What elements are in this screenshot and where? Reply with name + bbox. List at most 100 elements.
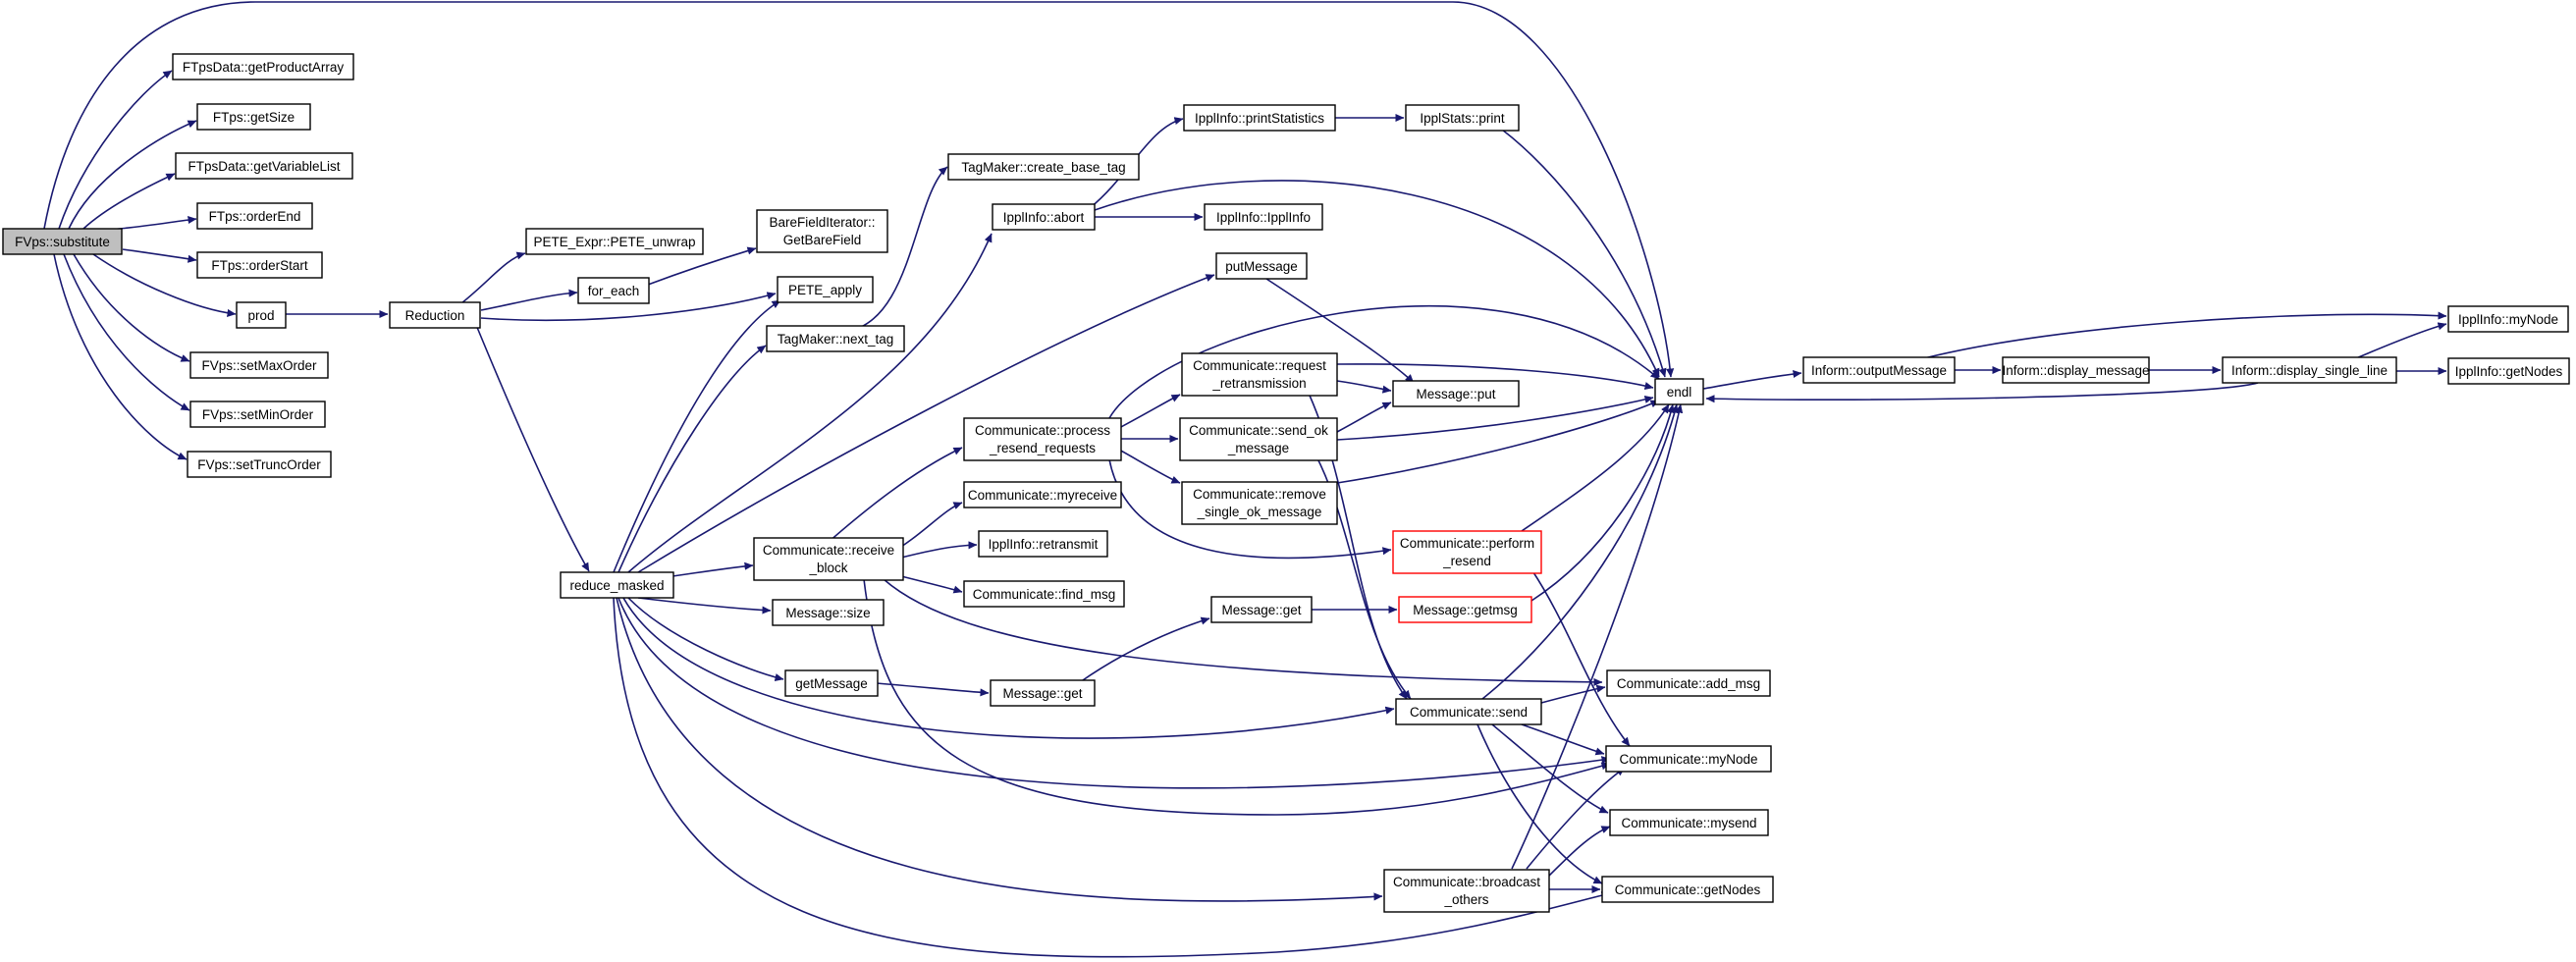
node-label: FVps::setMaxOrder	[201, 358, 317, 373]
edge-requestretransmission-endl	[1336, 363, 1654, 390]
node-ipplinfo-ipplinfo[interactable]: IpplInfo::IpplInfo	[1204, 203, 1323, 231]
edge-substitute-getsize	[68, 120, 197, 230]
node-message-size[interactable]: Message::size	[772, 599, 885, 626]
node-pete-apply[interactable]: PETE_apply	[777, 276, 874, 303]
node-ftps-getsize[interactable]: FTps::getSize	[196, 103, 311, 131]
node-reduce-masked[interactable]: reduce_masked	[560, 571, 674, 599]
edge-processresend-requestretransmission	[1118, 394, 1181, 429]
node-label: IpplStats::print	[1420, 111, 1505, 126]
node-communicate-mysend[interactable]: Communicate::mysend	[1609, 809, 1769, 836]
node-label-line2: _retransmission	[1211, 376, 1306, 391]
node-communicate-add-msg[interactable]: Communicate::add_msg	[1606, 669, 1771, 697]
node-message-get-2[interactable]: Message::get	[1210, 596, 1313, 623]
node-label-line2: _resend_requests	[989, 441, 1096, 455]
node-ftpsdata-getproductarray[interactable]: FTpsData::getProductArray	[172, 53, 354, 80]
edge-substitute-getproductarray	[58, 70, 173, 230]
edge-broadcast-mysend	[1545, 826, 1611, 880]
node-label: FTpsData::getProductArray	[183, 60, 345, 75]
node-label: Message::size	[785, 606, 870, 620]
node-label: Communicate::receive	[763, 543, 894, 558]
edge-nexttag-createbasetag	[843, 166, 948, 333]
edge-processresend-endl	[1108, 305, 1660, 419]
edge-reducemasked-putmessage	[637, 274, 1215, 573]
node-communicate-myreceive[interactable]: Communicate::myreceive	[963, 481, 1122, 508]
node-label-line2: _resend	[1442, 554, 1491, 568]
node-label: Communicate::broadcast	[1393, 875, 1540, 889]
node-message-get[interactable]: Message::get	[990, 679, 1096, 707]
edge-outputmessage-ipplinfomynode	[1923, 311, 2447, 359]
node-ftpsdata-getvariablelist[interactable]: FTpsData::getVariableList	[175, 152, 353, 180]
node-label: FTps::orderStart	[211, 258, 308, 273]
node-label: Inform::outputMessage	[1811, 363, 1947, 378]
edge-substitute-orderstart	[122, 248, 197, 263]
node-inform-display-message[interactable]: Inform::display_message	[2002, 356, 2150, 384]
node-fvps-setmaxorder[interactable]: FVps::setMaxOrder	[189, 351, 329, 379]
edge-receiveblock-retransmit	[892, 541, 978, 561]
edge-for-each-barefielditerator	[647, 246, 757, 286]
node-ftps-orderstart[interactable]: FTps::orderStart	[196, 251, 323, 279]
edge-send-getnodes	[1476, 723, 1603, 884]
node-label: Message::getmsg	[1413, 603, 1518, 617]
edge-displaysingleline-ipplinfomynode	[2355, 322, 2447, 359]
edge-sendok-messageput	[1336, 401, 1392, 433]
edge-requestretransmission-messageput	[1336, 380, 1392, 394]
edge-receiveblock-processresend	[819, 447, 963, 551]
node-ipplinfo-mynode[interactable]: IpplInfo::myNode	[2447, 305, 2569, 333]
node-ftps-orderend[interactable]: FTps::orderEnd	[196, 202, 313, 230]
node-message-put[interactable]: Message::put	[1392, 380, 1520, 407]
node-tagmaker-create-base-tag[interactable]: TagMaker::create_base_tag	[947, 153, 1140, 181]
node-prod[interactable]: prod	[236, 301, 287, 329]
node-communicate-process-resend-requests[interactable]: Communicate::process _resend_requests	[963, 417, 1122, 461]
node-label: Communicate::getNodes	[1615, 882, 1761, 897]
node-label: IpplInfo::myNode	[2458, 312, 2558, 327]
node-label-line2: _others	[1443, 892, 1488, 907]
node-putmessage[interactable]: putMessage	[1215, 252, 1308, 280]
call-nodes: FVps::substitute FTpsData::getProductArr…	[2, 53, 2570, 913]
node-communicate-send-ok-message[interactable]: Communicate::send_ok _message	[1179, 417, 1338, 461]
node-communicate-remove-single-ok-message[interactable]: Communicate::remove _single_ok_message	[1181, 481, 1338, 525]
edge-reducemasked-message-size	[637, 597, 772, 615]
node-inform-display-single-line[interactable]: Inform::display_single_line	[2222, 356, 2397, 384]
node-reduction[interactable]: Reduction	[389, 301, 481, 329]
edge-reduction-pete-apply	[480, 292, 777, 322]
edge-substitute-prod	[92, 253, 237, 317]
node-fvps-substitute[interactable]: FVps::substitute	[2, 228, 123, 255]
edge-broadcast-mynode	[1526, 767, 1626, 870]
node-fvps-setminorder[interactable]: FVps::setMinOrder	[189, 401, 326, 428]
node-communicate-mynode[interactable]: Communicate::myNode	[1605, 745, 1772, 773]
node-communicate-getnodes[interactable]: Communicate::getNodes	[1601, 876, 1774, 903]
node-communicate-perform-resend[interactable]: Communicate::perform _resend	[1392, 530, 1542, 574]
node-label: Message::get	[1002, 686, 1082, 701]
node-communicate-find-msg[interactable]: Communicate::find_msg	[963, 580, 1125, 608]
node-label: prod	[247, 308, 274, 323]
node-message-getmsg[interactable]: Message::getmsg	[1398, 596, 1532, 623]
node-endl[interactable]: endl	[1654, 378, 1704, 405]
edge-getmsg-endl	[1530, 403, 1675, 602]
node-label: Message::put	[1416, 387, 1495, 401]
edge-substitute-endl	[43, 1, 1675, 378]
node-getmessage[interactable]: getMessage	[784, 669, 879, 697]
edge-processresend-removesingle	[1118, 449, 1181, 484]
node-inform-outputmessage[interactable]: Inform::outputMessage	[1802, 356, 1956, 384]
node-ipplinfo-getnodes[interactable]: IpplInfo::getNodes	[2447, 357, 2570, 385]
node-for-each[interactable]: for_each	[577, 277, 650, 304]
edge-send-addmsg	[1540, 684, 1606, 704]
edge-substitute-getvariablelist	[82, 173, 176, 230]
node-pete-expr-pete-unwrap[interactable]: PETE_Expr::PETE_unwrap	[525, 228, 704, 255]
node-fvps-settruncorder[interactable]: FVps::setTruncOrder	[187, 451, 332, 478]
node-communicate-send[interactable]: Communicate::send	[1395, 698, 1542, 725]
edge-substitute-setmaxorder	[73, 253, 190, 362]
edge-reduction-pete-unwrap	[460, 251, 526, 304]
node-ipplstats-print[interactable]: IpplStats::print	[1405, 104, 1520, 132]
node-ipplinfo-printstatistics[interactable]: IpplInfo::printStatistics	[1183, 104, 1336, 132]
node-ipplinfo-retransmit[interactable]: IpplInfo::retransmit	[978, 530, 1108, 558]
node-communicate-request-retransmission[interactable]: Communicate::request _retransmission	[1181, 352, 1338, 397]
node-barefielditerator-getbarefield[interactable]: BareFieldIterator:: GetBareField	[756, 209, 888, 253]
node-communicate-receive-block[interactable]: Communicate::receive _block	[753, 537, 904, 581]
node-ipplinfo-abort[interactable]: IpplInfo::abort	[992, 203, 1096, 231]
edge-reduction-reduce-masked	[475, 324, 590, 572]
node-tagmaker-next-tag[interactable]: TagMaker::next_tag	[766, 325, 905, 352]
node-communicate-broadcast-others[interactable]: Communicate::broadcast _others	[1383, 869, 1550, 913]
node-label: TagMaker::next_tag	[778, 332, 894, 347]
